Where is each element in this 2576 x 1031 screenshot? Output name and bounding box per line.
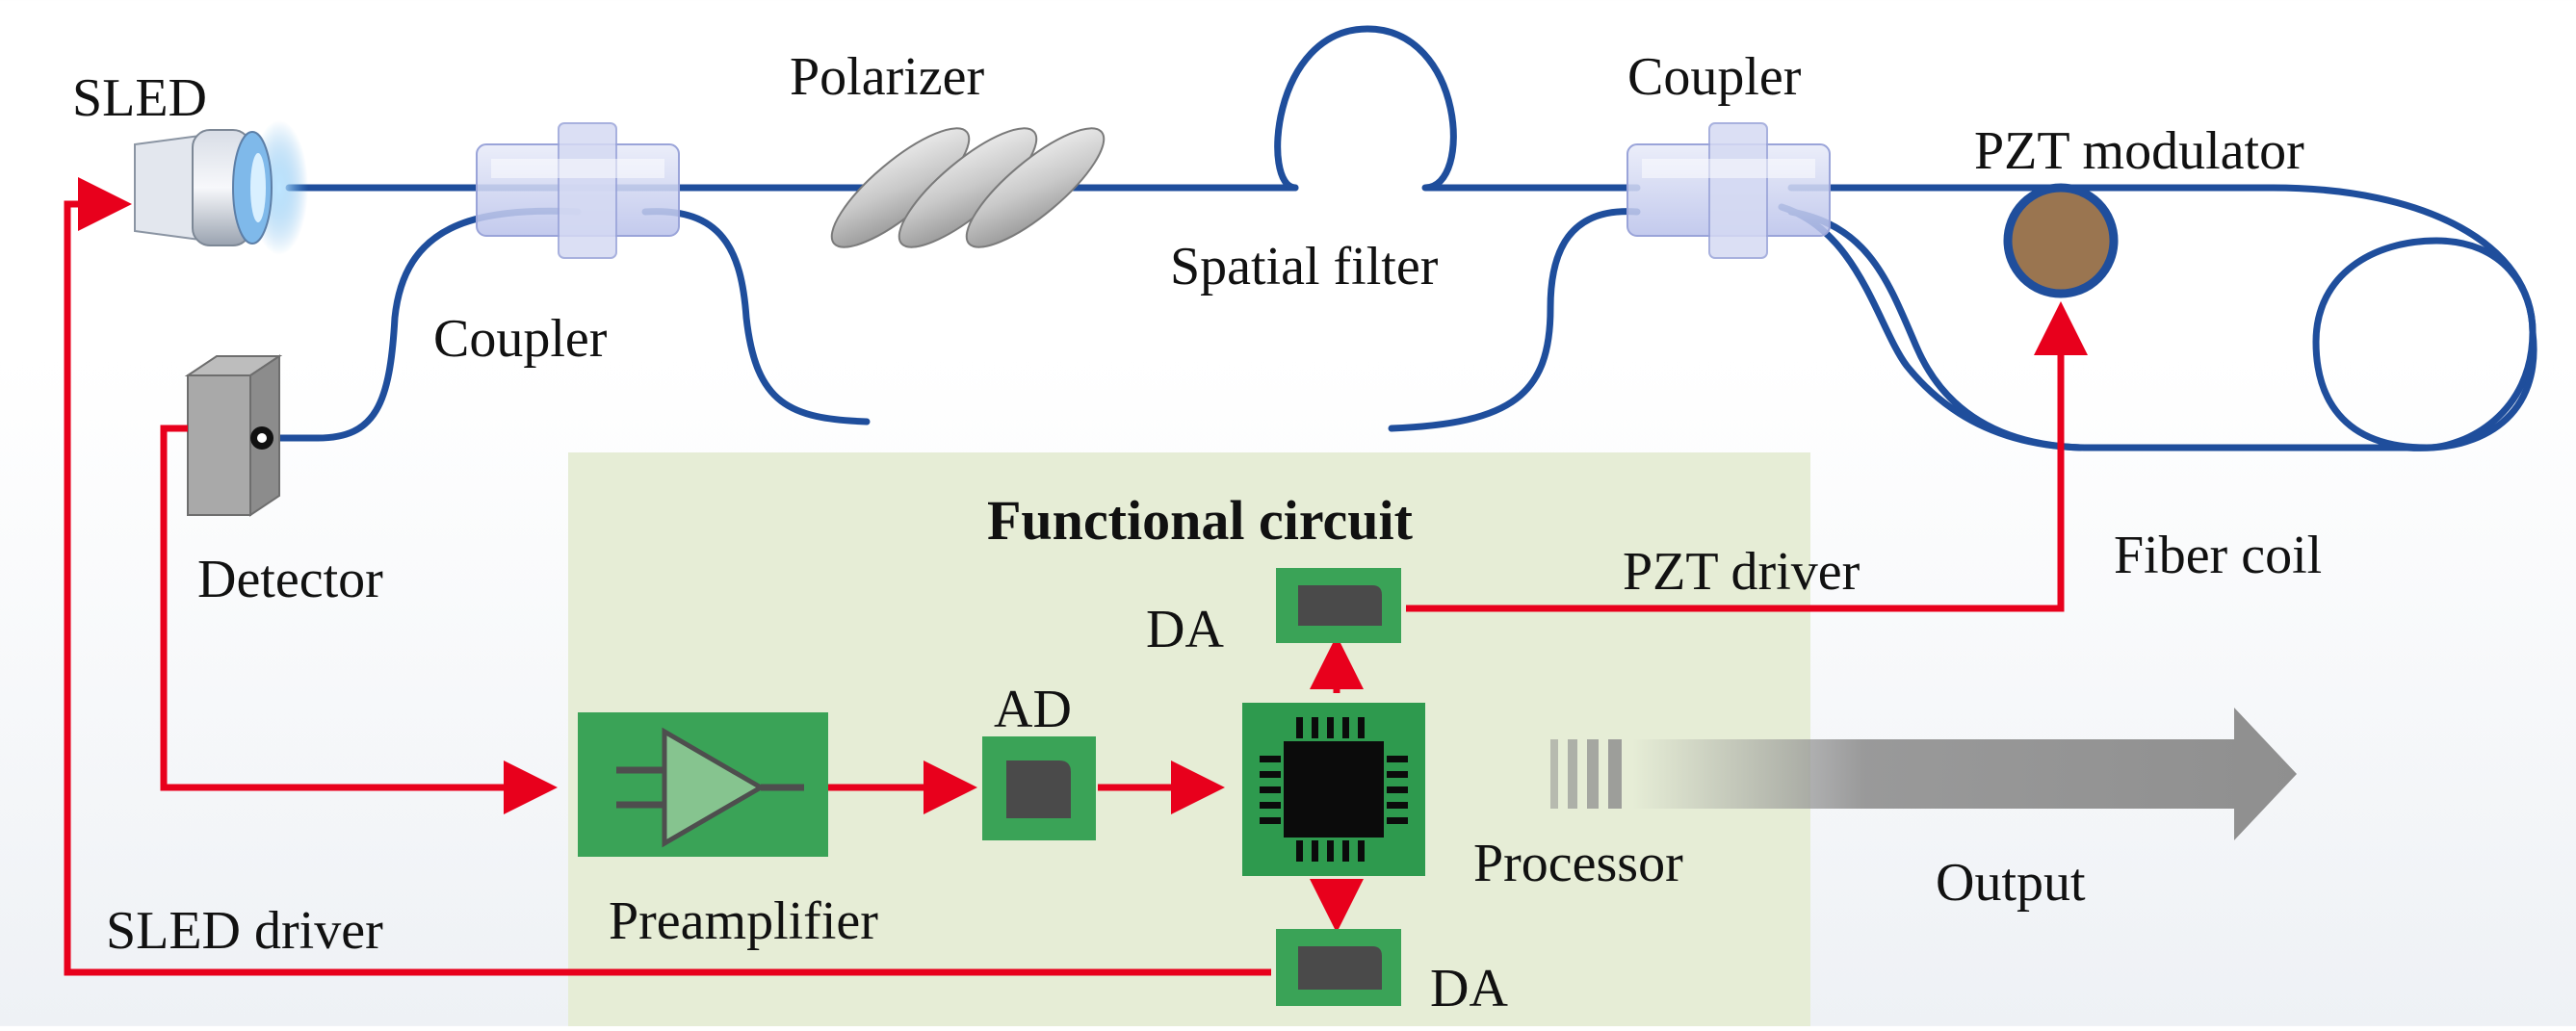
sled-icon: [134, 120, 308, 255]
coupler-right-icon: [1626, 122, 1831, 259]
spatial-filter-label: Spatial filter: [1170, 237, 1439, 296]
processor-label: Processor: [1473, 834, 1683, 893]
da-bottom-chip: [1276, 929, 1401, 1006]
fiber-coil-label: Fiber coil: [2114, 526, 2322, 585]
right-coupler-branch-left: [1388, 208, 1641, 432]
sled-driver-line: [64, 177, 1271, 976]
functional-circuit-label: Functional circuit: [987, 489, 1414, 552]
output-arrow: [1550, 708, 2297, 840]
da-bottom-label: DA: [1430, 959, 1508, 1018]
sled-label: SLED: [72, 68, 207, 128]
pzt-modulator-icon: [2003, 183, 2119, 298]
da-top-chip: [1276, 568, 1401, 643]
polarizer-label: Polarizer: [790, 47, 984, 107]
ad-label: AD: [994, 680, 1072, 739]
right-coupler-branch-right: [1787, 208, 2084, 451]
detector-icon: [184, 354, 283, 517]
fiber-paths: [256, 25, 2537, 451]
pzt-driver-line: [1406, 301, 2088, 612]
da-top-label: DA: [1146, 600, 1224, 659]
detector-to-preamp-line: [160, 425, 558, 814]
spatial-filter-loop: [1274, 25, 1622, 192]
coupler-left-label: Coupler: [433, 309, 608, 369]
coupler-top-label: Coupler: [1627, 47, 1802, 107]
detector-label: Detector: [197, 550, 383, 609]
polarizer-icon: [830, 127, 1106, 248]
coil-loop: [2312, 237, 2537, 451]
signal-lines: [64, 177, 2088, 976]
processor-chip: [1242, 703, 1425, 876]
ad-chip: [982, 736, 1096, 840]
sled-driver-label: SLED driver: [106, 901, 383, 961]
coupler-left-icon: [476, 122, 680, 259]
preamplifier-label: Preamplifier: [609, 891, 878, 951]
preamplifier-block: [578, 712, 828, 857]
pzt-driver-label: PZT driver: [1623, 542, 1860, 602]
pzt-modulator-label: PZT modulator: [1974, 121, 2304, 181]
left-coupler-tail: [641, 208, 871, 425]
output-label: Output: [1936, 853, 2086, 913]
